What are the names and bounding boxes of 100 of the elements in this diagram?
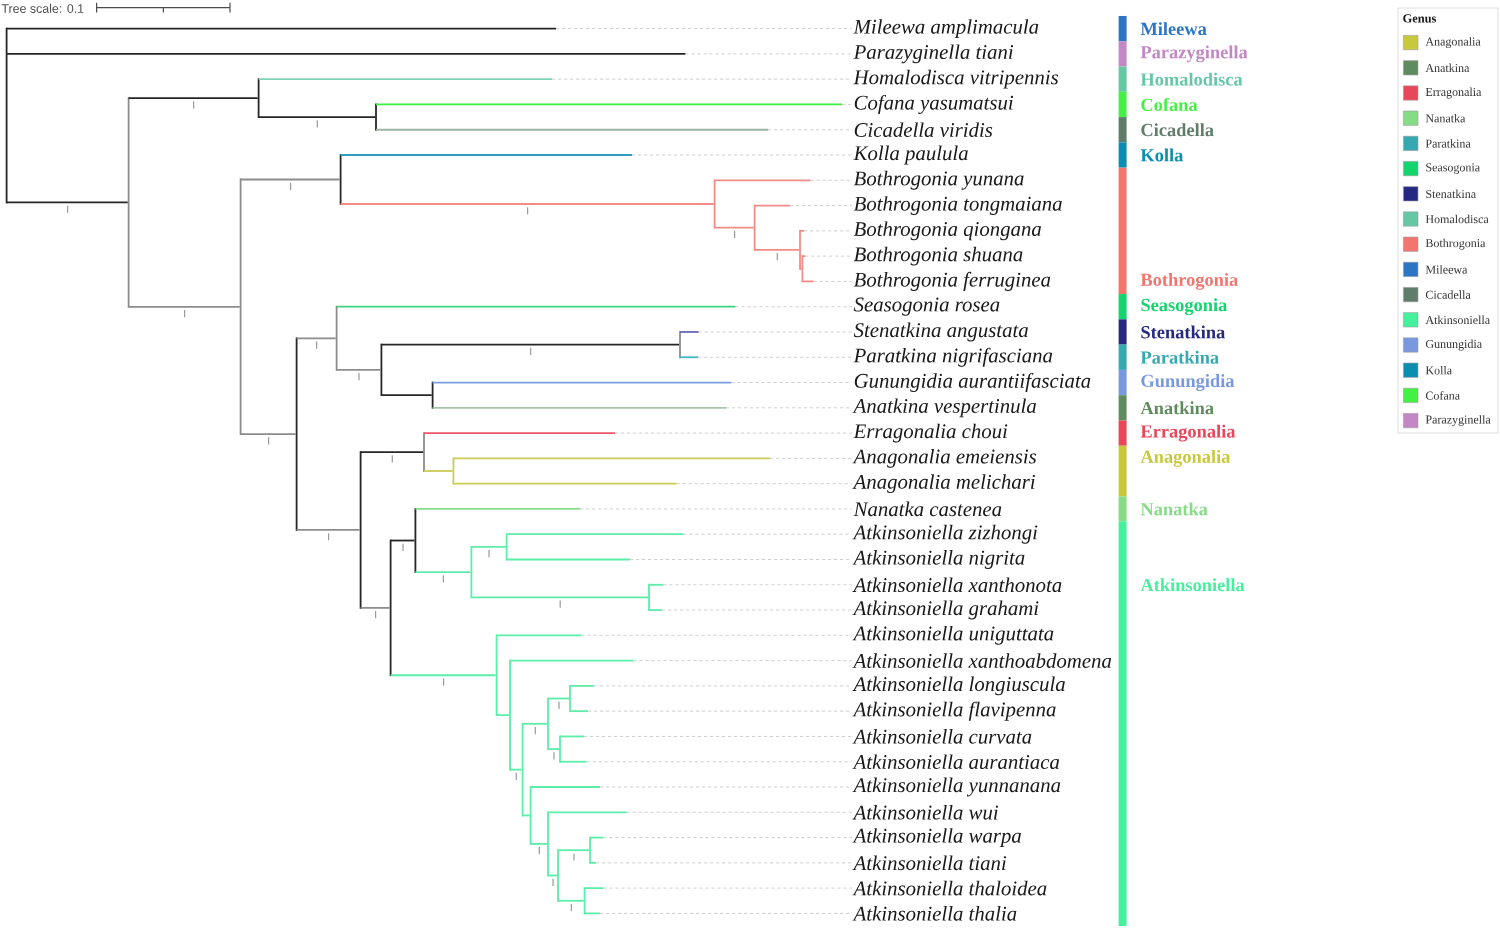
tree-branch xyxy=(5,201,129,204)
species-label: Kolla paulula xyxy=(853,145,968,165)
tree-branch xyxy=(452,457,771,460)
tree-branch xyxy=(375,128,769,131)
tree-branch xyxy=(359,606,391,609)
tree-branch xyxy=(335,305,737,308)
species-label: Gunungidia aurantiifasciata xyxy=(854,373,1091,393)
tree-branch xyxy=(569,710,589,713)
species-label: Atkinsoniella curvata xyxy=(852,729,1032,744)
tree-branch xyxy=(452,482,678,485)
species-label: Atkinsoniella zizhongi xyxy=(852,524,1038,544)
species-label: Bothrogonia yunana xyxy=(853,170,1024,190)
tree-branch xyxy=(583,912,601,915)
species-label: Homalodisca vitripennis xyxy=(853,69,1059,89)
tree-branch xyxy=(583,887,605,890)
tree-branch xyxy=(423,432,616,434)
tree-branch xyxy=(257,78,553,81)
tree-branch xyxy=(569,685,595,687)
tree-branch xyxy=(339,154,633,156)
tree-branch xyxy=(679,356,699,359)
tree-branch xyxy=(359,451,424,453)
tree-branch xyxy=(5,53,687,55)
species-label: Atkinsoniella uniguttata xyxy=(852,625,1054,645)
species-label: Atkinsoniella warpa xyxy=(852,828,1021,847)
tree-branch xyxy=(239,178,341,181)
tree-branch xyxy=(505,533,685,536)
genus-label: Mileewa xyxy=(1140,22,1207,36)
tree-branch xyxy=(389,674,497,677)
tree-branch xyxy=(505,558,631,561)
species-label: Atkinsoniella longiuscula xyxy=(852,676,1065,696)
genus-label: Gunungidia xyxy=(1141,374,1235,391)
tree-branch xyxy=(295,529,361,531)
genus-label: Stenatkina xyxy=(1141,325,1225,339)
genus-label: Anagonalia xyxy=(1140,449,1231,467)
tree-branch xyxy=(380,343,680,346)
tree-branch xyxy=(5,27,557,30)
tree-branch xyxy=(753,248,800,251)
tree-branch xyxy=(557,849,590,852)
tree-branch xyxy=(423,470,454,472)
tree-branch xyxy=(521,722,548,725)
genus-label: Parazyginella xyxy=(1140,45,1248,63)
tree-branch xyxy=(257,116,376,118)
species-label: Atkinsoniella thaloidea xyxy=(852,880,1047,896)
tree-branch xyxy=(470,545,507,548)
tree-branch xyxy=(414,571,472,574)
genus-label: Paratkina xyxy=(1140,350,1219,364)
species-label: Mileewa amplimacula xyxy=(853,19,1039,39)
tree-branch xyxy=(431,381,733,384)
species-label: Bothrogonia shuana xyxy=(853,246,1023,266)
tree-branch xyxy=(589,836,605,839)
species-label: Atkinsoniella thalia xyxy=(852,906,1017,921)
tree-branch xyxy=(414,508,581,510)
species-label: Nanatka castenea xyxy=(853,501,1002,517)
tree-branch xyxy=(295,337,337,340)
species-label: Atkinsoniella nigrita xyxy=(852,550,1025,569)
species-label: Atkinsoniella flavipenna xyxy=(852,701,1056,721)
tree-branch xyxy=(509,768,523,771)
species-label: Bothrogonia qiongana xyxy=(853,221,1041,241)
tree-branch xyxy=(589,861,597,864)
species-label: Atkinsoniella xanthoabdomena xyxy=(852,653,1112,668)
genus-label: Kolla xyxy=(1140,148,1184,162)
tree-branch xyxy=(529,786,601,788)
tree-branch xyxy=(375,103,843,106)
tree-branch xyxy=(547,811,628,814)
tree-branch xyxy=(547,874,558,877)
tree-branch xyxy=(431,406,727,409)
species-label: Atkinsoniella wui xyxy=(852,804,998,820)
genus-label: Homalodisca xyxy=(1140,72,1243,86)
species-label: Paratkina nigrifasciana xyxy=(853,347,1053,367)
species-label: Anagonalia melichari xyxy=(852,474,1035,494)
species-label: Atkinsoniella grahami xyxy=(852,600,1039,620)
tree-branch xyxy=(547,748,560,750)
tree-branch xyxy=(679,331,700,333)
genus-label: Bothrogonia xyxy=(1140,273,1238,290)
tree-branch xyxy=(713,226,755,229)
genus-label: Erragonalia xyxy=(1140,424,1236,442)
tree-branch xyxy=(559,735,585,738)
species-label: Bothrogonia ferruginea xyxy=(853,271,1051,291)
tree-branch xyxy=(127,97,259,100)
species-label: Parazyginella tiani xyxy=(853,44,1013,64)
genus-label: Cicadella xyxy=(1141,123,1214,137)
tree-branch xyxy=(495,634,583,637)
species-label: Bothrogonia tongmaiana xyxy=(853,196,1062,215)
species-label: Atkinsoniella tiani xyxy=(852,855,1007,871)
species-label: Seasogonia rosea xyxy=(853,297,1000,316)
genus-label: Atkinsoniella xyxy=(1140,578,1245,592)
tree-branch xyxy=(239,433,297,436)
tree-branch xyxy=(801,280,815,283)
species-label: Atkinsoniella aurantiaca xyxy=(852,754,1060,770)
tree-branch xyxy=(339,203,715,205)
species-label: Anagonalia emeiensis xyxy=(852,448,1037,468)
tree-branch xyxy=(335,369,382,371)
tree-branch xyxy=(509,659,635,662)
tree-branch xyxy=(648,583,665,586)
species-label: Stenatkina angustata xyxy=(853,322,1028,342)
genus-label: Cofana xyxy=(1141,97,1198,111)
tree-branch xyxy=(799,229,805,232)
tree-branch xyxy=(753,204,791,207)
tree-branch xyxy=(470,596,649,599)
tree-branch xyxy=(547,697,570,700)
